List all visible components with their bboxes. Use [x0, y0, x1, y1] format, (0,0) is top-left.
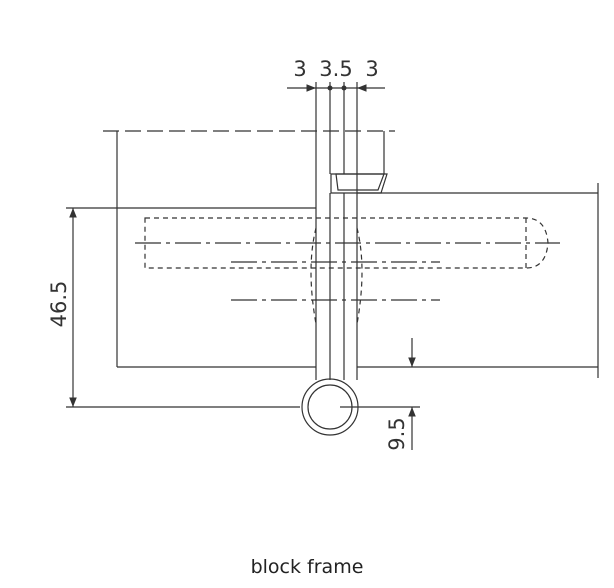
frame-outline [116, 131, 599, 378]
top-dimension-line [287, 84, 385, 92]
dimension-label-offset: 9.5 [385, 417, 409, 450]
hidden-pin-body [144, 217, 549, 325]
dimension-label-top-right: 3 [365, 57, 378, 81]
offset-dimension-line [340, 338, 420, 450]
top-extension-lines [315, 82, 358, 208]
height-dimension-line [66, 208, 300, 408]
figure-caption: block frame [250, 556, 364, 578]
dimension-label-top-left: 3 [293, 57, 306, 81]
hinge-knuckle [315, 131, 388, 380]
dimension-label-height: 46.5 [47, 281, 71, 328]
dimension-label-top-middle: 3.5 [319, 57, 352, 81]
center-lines [135, 242, 560, 301]
